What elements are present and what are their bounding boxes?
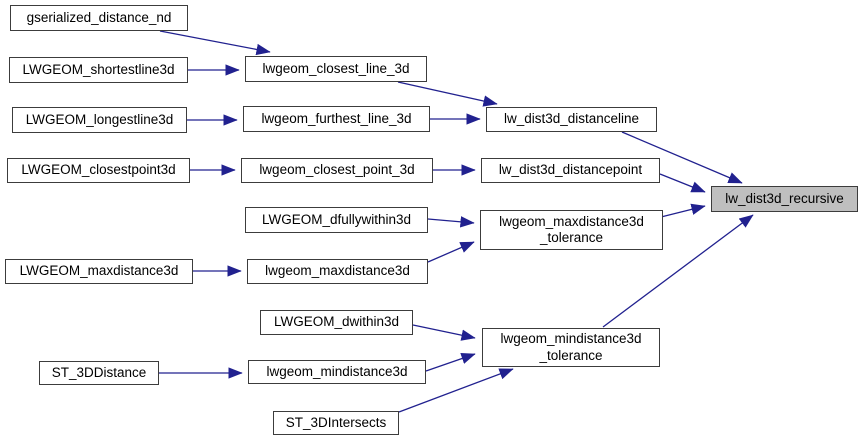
edge-lw_dist3d_distancepoint-lw_dist3d_recursive xyxy=(659,173,706,193)
edge-LWGEOM_dfullywithin3d-lwgeom_maxdistance3d_tolerance xyxy=(427,216,475,228)
node-lwgeom_maxdistance3d_tolerance[interactable]: lwgeom_maxdistance3d _tolerance xyxy=(480,210,663,250)
node-lwgeom_maxdistance3d[interactable]: lwgeom_maxdistance3d xyxy=(247,259,428,284)
node-ST_3DIntersects[interactable]: ST_3DIntersects xyxy=(273,411,399,435)
node-ST_3DDistance[interactable]: ST_3DDistance xyxy=(39,361,159,385)
node-lwgeom_closest_point_3d[interactable]: lwgeom_closest_point_3d xyxy=(241,158,433,183)
edge-lw_dist3d_distanceline-lw_dist3d_recursive xyxy=(621,131,743,184)
node-lw_dist3d_recursive: lw_dist3d_recursive xyxy=(711,186,858,212)
edge-ST_3DIntersects-lwgeom_mindistance3d_tolerance xyxy=(398,368,514,413)
edge-LWGEOM_dwithin3d-lwgeom_mindistance3d_tolerance xyxy=(412,324,476,341)
node-LWGEOM_longestline3d[interactable]: LWGEOM_longestline3d xyxy=(12,107,187,133)
node-LWGEOM_maxdistance3d[interactable]: LWGEOM_maxdistance3d xyxy=(5,259,193,284)
node-lw_dist3d_distanceline[interactable]: lw_dist3d_distanceline xyxy=(486,107,657,132)
edge-gserialized_distance_nd-lwgeom_closest_line_3d xyxy=(159,30,271,56)
node-lwgeom_mindistance3d_tolerance[interactable]: lwgeom_mindistance3d _tolerance xyxy=(482,328,660,367)
node-LWGEOM_closestpoint3d[interactable]: LWGEOM_closestpoint3d xyxy=(7,158,190,183)
edge-lwgeom_maxdistance3d_tolerance-lw_dist3d_recursive xyxy=(660,203,706,218)
node-lwgeom_closest_line_3d[interactable]: lwgeom_closest_line_3d xyxy=(245,56,427,82)
node-LWGEOM_dwithin3d[interactable]: LWGEOM_dwithin3d xyxy=(260,310,413,335)
node-gserialized_distance_nd[interactable]: gserialized_distance_nd xyxy=(10,5,188,31)
node-LWGEOM_dfullywithin3d[interactable]: LWGEOM_dfullywithin3d xyxy=(245,207,428,233)
node-lwgeom_mindistance3d[interactable]: lwgeom_mindistance3d xyxy=(248,360,426,384)
node-lw_dist3d_distancepoint[interactable]: lw_dist3d_distancepoint xyxy=(481,158,660,183)
edge-lwgeom_closest_line_3d-lw_dist3d_distanceline xyxy=(397,81,498,107)
edge-lwgeom_mindistance3d_tolerance-lw_dist3d_recursive xyxy=(602,214,754,328)
node-LWGEOM_shortestline3d[interactable]: LWGEOM_shortestline3d xyxy=(9,57,188,83)
node-lwgeom_furthest_line_3d[interactable]: lwgeom_furthest_line_3d xyxy=(243,106,430,132)
edge-lwgeom_maxdistance3d-lwgeom_maxdistance3d_tolerance xyxy=(427,241,475,263)
edge-lwgeom_mindistance3d-lwgeom_mindistance3d_tolerance xyxy=(425,353,476,372)
